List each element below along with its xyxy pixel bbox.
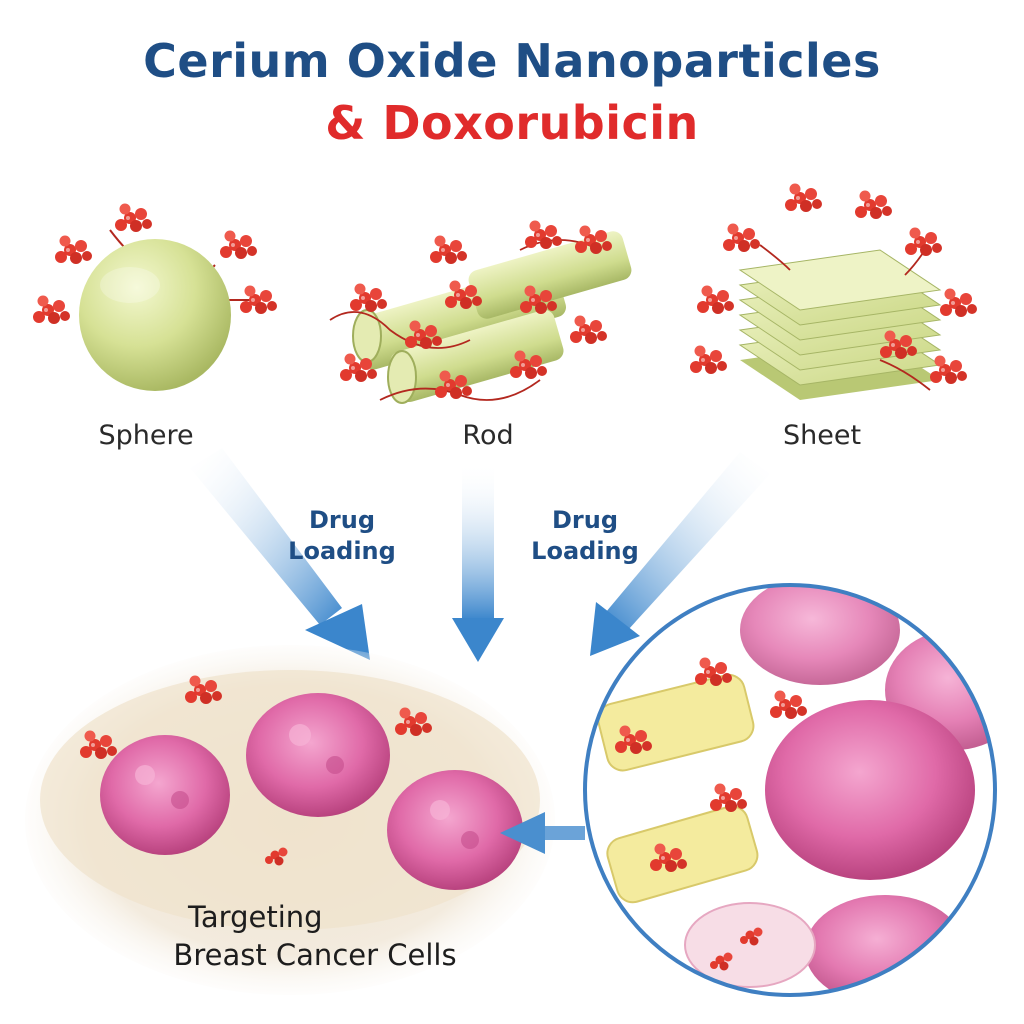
arrow-rod-to-cells (452, 462, 504, 662)
shape-label-sheet: Sheet (782, 420, 862, 451)
drug-loading-line2: Loading (531, 537, 639, 565)
drug-loading-line2: Loading (288, 537, 396, 565)
shape-label-rod: Rod (462, 420, 514, 451)
drug-loading-line1: Drug (308, 506, 376, 534)
cancer-cell (387, 770, 523, 890)
cancer-cell (246, 693, 390, 817)
targeting-line1: Targeting (188, 900, 323, 934)
shape-label-sphere: Sphere (98, 420, 194, 451)
arrow-sheet-to-zoom (590, 452, 770, 656)
arrow-zoom-to-cell (500, 812, 585, 854)
arrow-sphere-to-cells (190, 448, 370, 660)
targeting-line2: Breast Cancer Cells (173, 938, 457, 972)
diagram-title-line2: & Doxorubicin (325, 96, 699, 150)
drug-loading-label-right: Drug Loading (515, 505, 655, 567)
sphere-nanoparticle (33, 203, 277, 391)
cancer-cell (100, 735, 230, 855)
rod-nanoparticle (329, 220, 632, 404)
targeting-label: Targeting Breast Cancer Cells (150, 898, 480, 974)
diagram-title-line1: Cerium Oxide Nanoparticles (143, 34, 881, 88)
tissue-cancer-cells (25, 645, 555, 995)
sheet-nanoparticle (690, 183, 977, 400)
drug-loading-label-left: Drug Loading (272, 505, 412, 567)
zoom-inset (583, 583, 997, 997)
drug-loading-line1: Drug (551, 506, 619, 534)
